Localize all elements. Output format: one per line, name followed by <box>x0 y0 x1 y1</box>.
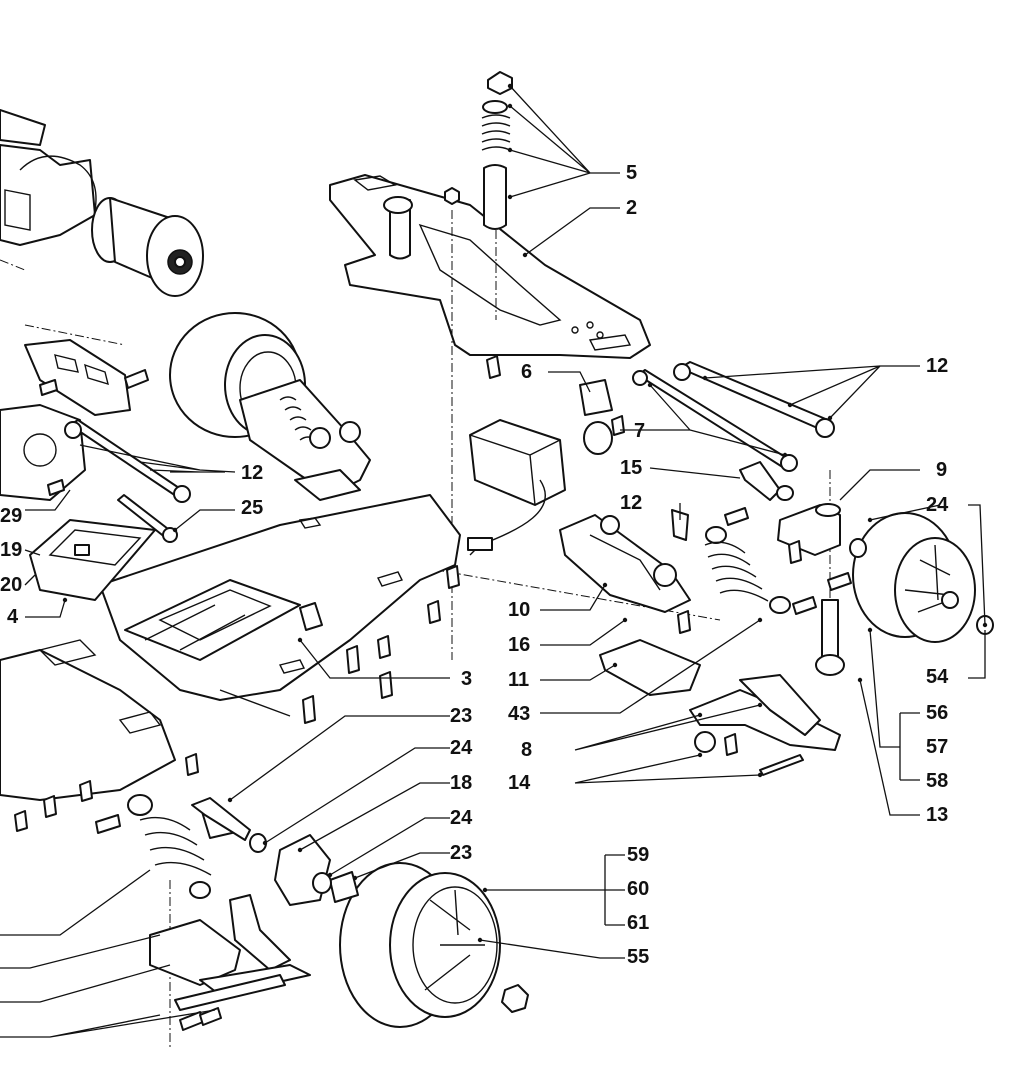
motor <box>91 197 204 297</box>
leader-lines <box>0 85 986 1038</box>
callout-24: 24 <box>450 737 473 759</box>
callout-7: 7 <box>634 420 646 442</box>
front-arm-mount <box>559 514 691 613</box>
battery-tray <box>29 519 156 601</box>
rear-suspension <box>239 379 371 501</box>
callout-24: 24 <box>926 494 949 516</box>
callout-14: 14 <box>508 772 531 794</box>
callout-3: 3 <box>461 668 473 690</box>
turnbuckles <box>64 361 835 543</box>
callout-20: 20 <box>0 574 23 596</box>
rear-lower-shock <box>127 794 212 899</box>
callout-10: 10 <box>508 599 531 621</box>
callout-55: 55 <box>627 946 650 968</box>
callout-24: 24 <box>450 807 473 829</box>
shock-mount-parts <box>191 461 794 894</box>
callout-18: 18 <box>450 772 473 794</box>
lower-chassis-plate <box>0 639 176 801</box>
nut <box>444 187 460 205</box>
callout-15: 15 <box>620 457 643 479</box>
callout-56: 56 <box>926 702 949 724</box>
steering-servo <box>467 379 613 556</box>
receiver-tray <box>124 579 301 661</box>
front-wheel <box>852 512 976 643</box>
rear-lower-wheel <box>329 862 529 1028</box>
callout-23: 23 <box>450 842 473 864</box>
callout-12: 12 <box>620 492 643 514</box>
callout-54: 54 <box>926 666 949 688</box>
axis-line <box>0 259 126 346</box>
callout-8: 8 <box>521 739 533 761</box>
callout-16: 16 <box>508 634 531 656</box>
callout-12: 12 <box>241 462 264 484</box>
front-shock <box>704 526 791 614</box>
callout-4: 4 <box>7 606 19 628</box>
callout-5: 5 <box>626 162 638 184</box>
callout-57: 57 <box>926 736 949 758</box>
callout-60: 60 <box>627 878 650 900</box>
callout-2: 2 <box>626 197 638 219</box>
front-lower-arm <box>599 639 841 776</box>
rear-lower-arm <box>149 894 311 1011</box>
callout-9: 9 <box>936 459 948 481</box>
callout-13: 13 <box>926 804 949 826</box>
callout-23: 23 <box>450 705 473 727</box>
callout-12: 12 <box>926 355 949 377</box>
callout-59: 59 <box>627 844 650 866</box>
callout-25: 25 <box>241 497 264 519</box>
callout-43: 43 <box>508 703 531 725</box>
screws <box>14 355 852 1031</box>
gearbox-housing <box>0 109 97 246</box>
leader-dots <box>62 83 988 943</box>
callout-29: 29 <box>0 505 23 527</box>
callout-19: 19 <box>0 539 23 561</box>
callout-61: 61 <box>627 912 650 934</box>
callout-11: 11 <box>508 669 530 691</box>
callout-58: 58 <box>926 770 949 792</box>
gearbox-side-plate <box>0 339 131 501</box>
callout-6: 6 <box>521 361 533 383</box>
